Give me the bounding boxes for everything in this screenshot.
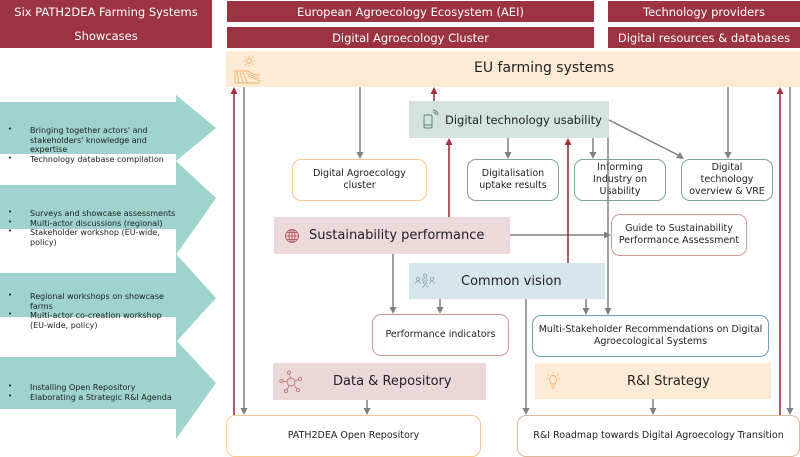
digital-usability-theme: Digital technology usability [409,101,609,138]
data-repository-label: Data & Repository [333,374,452,389]
output-performance-indicators: Performance indicators [372,314,509,356]
activity-item: Installing Open Repository [0,382,176,393]
sustainability-theme: Sustainability performance [274,217,510,254]
flow-line [608,119,683,158]
cluster-header: Digital Agroecology Cluster [227,27,594,48]
arrowhead [356,152,364,159]
digital-resources-header: Digital resources & databases [608,27,800,48]
activity-list-4: Installing Open Repository Elaborating a… [0,382,176,403]
network-hub-icon [279,369,303,393]
aei-header: European Agroecology Ecosystem (AEI) [227,1,594,22]
arrowhead [604,231,611,239]
feedback-arrowhead [564,138,572,145]
showcases-header-line1: Six PATH2DEA Farming Systems [14,5,198,19]
activity-item: Regional workshops on showcase farms [0,291,176,311]
activity-list-3: Regional workshops on showcase farms Mul… [0,291,176,330]
data-repository-theme: Data & Repository [273,363,486,400]
tech-providers-header: Technology providers [608,1,800,22]
output-tech-overview: Digital technology overview & VRE [681,159,773,201]
arrowhead [676,152,684,159]
activity-item: Multi-actor discussions (regional) [0,218,176,229]
feedback-arrowhead [430,87,438,94]
showcases-header-line2: Showcases [74,29,138,43]
farm-field-sun-icon [234,55,260,84]
activity-item: Multi-actor co-creation workshop (EU-wid… [0,310,176,330]
activity-item: Surveys and showcase assessments [0,208,176,219]
globe-icon [285,228,299,243]
arrowhead [522,408,530,415]
activity-item: Stakeholder workshop (EU-wide, policy) [0,227,176,247]
arrowhead [389,307,397,314]
arrowhead [436,307,444,314]
feedback-arrowhead [776,87,784,94]
output-da-cluster: Digital Agroecology cluster [292,159,427,201]
output-informing-industry: Informing Industry on Usability [574,159,666,201]
arrowhead [786,408,794,415]
lightbulb-icon [546,372,560,389]
activity-item: Elaborating a Strategic R&I Agenda [0,392,176,403]
feedback-arrowhead [445,138,453,145]
output-recommendations: Multi-Stakeholder Recommendations on Dig… [532,315,769,357]
activity-list-2: Surveys and showcase assessments Multi-a… [0,208,176,247]
ri-strategy-theme: R&I Strategy [535,363,771,399]
arrowhead [504,152,512,159]
ri-strategy-label: R&I Strategy [627,373,710,389]
digital-usability-label: Digital technology usability [445,112,602,127]
showcases-header: Six PATH2DEA Farming Systems Showcases [0,0,212,48]
eu-farming-label: EU farming systems [474,60,615,76]
output-sustainability-guide: Guide to Sustainability Performance Asse… [611,214,747,256]
arrowhead [582,308,590,315]
activity-arrow-2 [0,161,216,255]
sustainability-label: Sustainability performance [309,228,485,243]
feedback-arrowhead [230,87,238,94]
arrowhead [724,152,732,159]
activity-item: Technology database compilation [0,154,176,165]
activity-list-1: Bringing together actors' and stakeholde… [0,125,176,165]
output-open-repository: PATH2DEA Open Repository [226,415,481,457]
people-group-icon [415,273,435,289]
common-vision-theme: Common vision [409,263,605,299]
common-vision-label: Common vision [461,273,562,289]
arrowhead [240,408,248,415]
eu-farming-band: EU farming systems [226,51,800,87]
arrowhead [589,152,597,159]
arrowhead [363,408,371,415]
smartphone-signal-icon [423,109,439,128]
output-uptake-results: Digitalisation uptake results [467,159,559,201]
arrowhead [649,408,657,415]
activity-item: Bringing together actors' and stakeholde… [0,125,176,155]
arrowhead [604,308,612,315]
